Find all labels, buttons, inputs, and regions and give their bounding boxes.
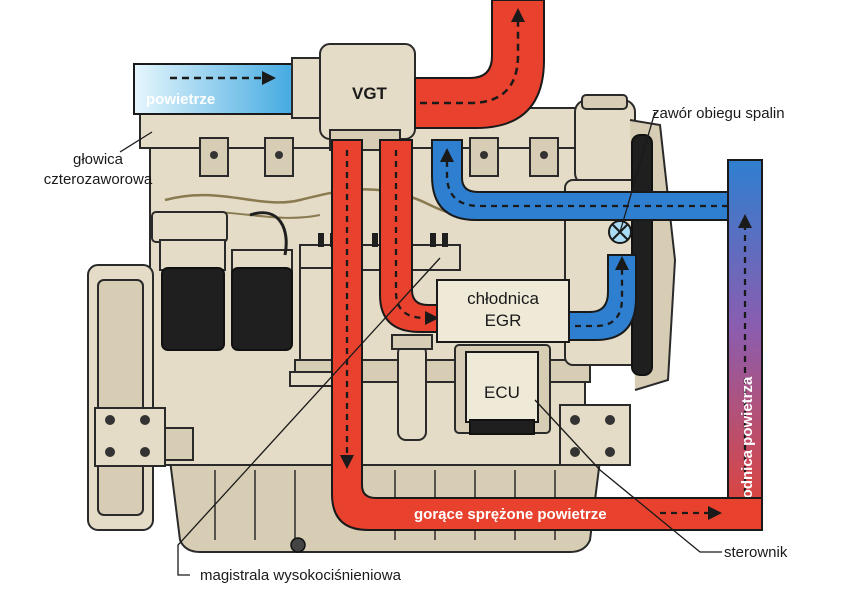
egr-cooler-label-2: EGR xyxy=(485,311,522,330)
arrow-icon xyxy=(425,311,439,325)
egr-cooler: chłodnica EGR xyxy=(436,279,570,343)
fuel-filters xyxy=(151,211,293,351)
head-label-2: czterozaworowa xyxy=(44,171,153,188)
charge-air-cooler: chłodnica powietrza xyxy=(727,159,763,531)
arrow-icon xyxy=(340,455,354,469)
head-bosses xyxy=(199,137,559,177)
drain-plug xyxy=(290,537,306,553)
cooler-label: chłodnica powietrza xyxy=(739,376,756,520)
rear-mount xyxy=(559,404,631,466)
head-label-1: głowica xyxy=(73,151,124,168)
ecu-module: ECU xyxy=(454,344,551,435)
egr-cooler-label-1: chłodnica xyxy=(467,289,539,308)
arrow-icon xyxy=(708,506,722,520)
arrow-icon xyxy=(262,71,276,85)
intake-label: powietrze xyxy=(146,91,215,108)
hot-charge-path: gorące sprężone powietrze xyxy=(331,139,763,531)
dipstick-tube xyxy=(397,344,427,441)
intake-air-duct: powietrze xyxy=(133,63,299,115)
rail-label: magistrala wysokociśnieniowa xyxy=(200,567,402,584)
ecu-label: ECU xyxy=(484,383,520,402)
hot-air-label: gorące sprężone powietrze xyxy=(414,506,607,523)
vgt-label: VGT xyxy=(352,84,388,103)
annotations: głowica czterozaworowa zawór obiegu spal… xyxy=(44,105,788,584)
arrow-icon xyxy=(615,256,629,270)
oil-filler-housing xyxy=(574,99,636,186)
arrow-icon xyxy=(511,8,525,22)
front-mount xyxy=(94,407,166,467)
valve-label: zawór obiegu spalin xyxy=(652,105,785,122)
exhaust-pipe xyxy=(414,0,545,129)
ecu-pointer-label: sterownik xyxy=(724,544,788,561)
arrow-icon xyxy=(738,214,752,228)
arrow-icon xyxy=(440,148,454,162)
